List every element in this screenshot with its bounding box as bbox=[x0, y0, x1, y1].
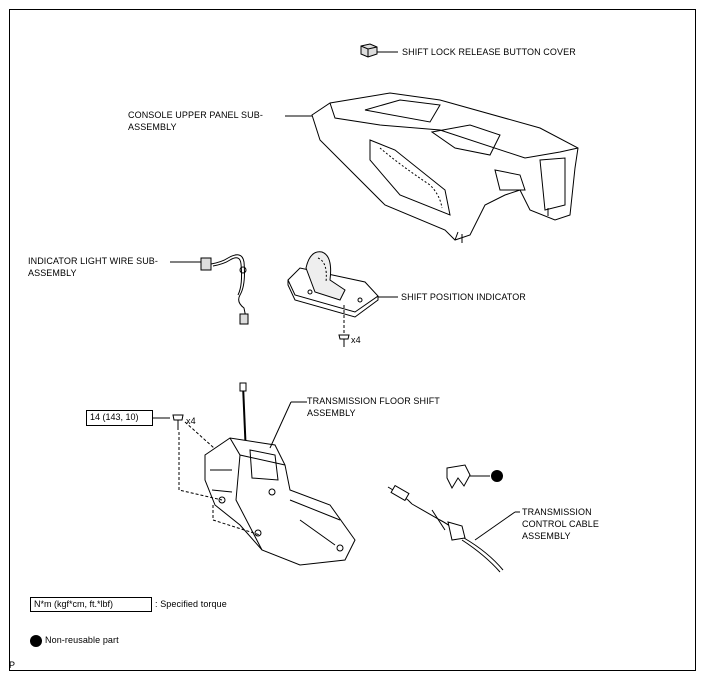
indicator-wire-label-line2: ASSEMBLY bbox=[28, 268, 77, 278]
legend-torque-unit-box: N*m (kgf*cm, ft.*lbf) bbox=[30, 597, 152, 612]
shift-position-indicator-label: SHIFT POSITION INDICATOR bbox=[401, 292, 526, 302]
shift-lock-cover-label: SHIFT LOCK RELEASE BUTTON COVER bbox=[402, 47, 576, 57]
torque-value-box: 14 (143, 10) bbox=[86, 410, 153, 426]
non-reusable-marker-icon bbox=[491, 470, 503, 482]
shift-bolt bbox=[172, 414, 184, 430]
shift-position-indicator-part bbox=[287, 251, 379, 318]
control-cable-label-line2: CONTROL CABLE bbox=[522, 519, 599, 529]
legend-non-reusable-icon bbox=[30, 635, 42, 647]
console-upper-label-line1: CONSOLE UPPER PANEL SUB- bbox=[128, 110, 263, 120]
legend-non-reusable-text: Non-reusable part bbox=[45, 635, 119, 645]
console-upper-panel-part bbox=[311, 92, 579, 243]
control-cable-part bbox=[387, 484, 504, 573]
legend-torque-desc: : Specified torque bbox=[155, 599, 227, 609]
indicator-light-wire-part bbox=[200, 254, 249, 325]
shift-lock-cover-part bbox=[360, 43, 378, 58]
floor-shift-label-line2: ASSEMBLY bbox=[307, 408, 356, 418]
floor-shift-label-line1: TRANSMISSION FLOOR SHIFT bbox=[307, 396, 440, 406]
shift-bolt-qty: x4 bbox=[186, 416, 196, 426]
floor-shift-assembly-part bbox=[204, 382, 356, 566]
cable-clip-part bbox=[446, 464, 471, 490]
indicator-wire-label-line1: INDICATOR LIGHT WIRE SUB- bbox=[28, 256, 159, 266]
indicator-bolt bbox=[338, 334, 350, 347]
corner-code: P bbox=[9, 660, 16, 670]
indicator-bolt-qty: x4 bbox=[351, 335, 361, 345]
control-cable-label-line3: ASSEMBLY bbox=[522, 531, 571, 541]
control-cable-label-line1: TRANSMISSION bbox=[522, 507, 592, 517]
console-upper-label-line2: ASSEMBLY bbox=[128, 122, 177, 132]
